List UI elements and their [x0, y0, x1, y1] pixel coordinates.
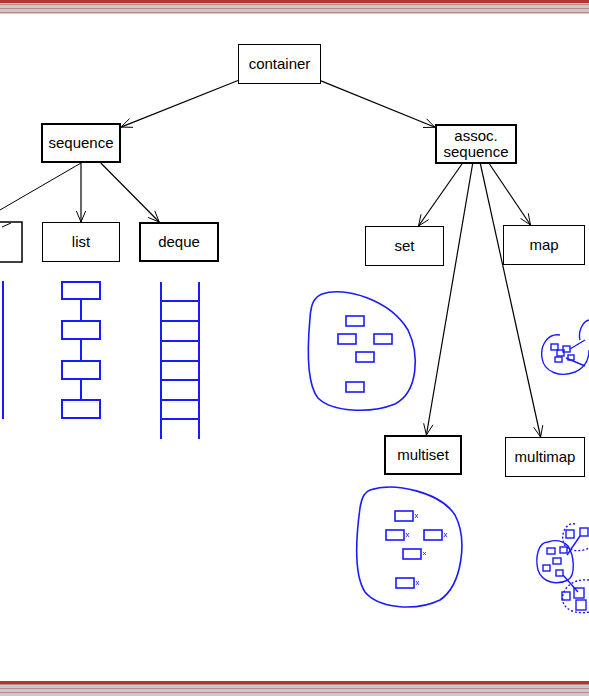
box-content: sequence	[48, 135, 113, 151]
box-content: list	[72, 234, 90, 250]
box-label: list	[72, 234, 90, 250]
class-box: set	[365, 226, 444, 266]
arrow-head	[424, 423, 433, 435]
box-content: assoc. sequence	[437, 128, 515, 160]
inheritance-arrow	[321, 81, 435, 128]
set-illustration	[308, 292, 415, 410]
vector-illustration	[2, 281, 4, 419]
class-box: container	[238, 44, 321, 84]
class-box: assoc. sequence	[435, 124, 517, 164]
class-box: sequence	[41, 123, 121, 163]
connector-line	[480, 164, 540, 437]
inheritance-arrow	[121, 81, 238, 128]
box-label: container	[249, 56, 311, 72]
inheritance-arrow	[480, 164, 542, 437]
cut-off-stub	[2, 223, 11, 227]
class-box: list	[42, 222, 120, 262]
bottom-band	[0, 681, 589, 696]
box-content: multimap	[515, 449, 576, 465]
class-box: deque	[139, 222, 219, 262]
box-label: sequence	[48, 135, 113, 151]
arrow-head	[148, 211, 159, 222]
bottom-band-edge	[0, 681, 589, 684]
box-label: assoc. sequence	[437, 128, 515, 160]
box-content: multiset	[397, 447, 449, 463]
cut-off-connector	[0, 163, 81, 210]
connector-line	[101, 163, 159, 222]
box-content: deque	[158, 234, 200, 250]
inheritance-arrow	[489, 164, 530, 225]
box-content: container	[249, 56, 311, 72]
top-band-edge	[0, 0, 589, 3]
connector-line	[426, 164, 472, 435]
cut-off-box	[0, 222, 22, 262]
connector-line	[121, 81, 238, 128]
class-box: multimap	[505, 437, 585, 477]
arrow-head	[419, 214, 429, 226]
connector-line	[489, 164, 530, 225]
connector-line	[80, 163, 81, 222]
connector-line	[419, 164, 462, 226]
box-content: set	[394, 238, 414, 254]
box-label: deque	[158, 234, 200, 250]
multiset-illustration	[357, 487, 462, 607]
inheritance-arrow	[101, 163, 159, 222]
inheritance-arrow	[424, 164, 473, 435]
arrow-head	[76, 211, 85, 222]
arrow-head	[423, 119, 435, 128]
box-label: map	[529, 237, 558, 253]
box-label: multimap	[515, 449, 576, 465]
class-box: multiset	[384, 435, 462, 475]
box-content: map	[529, 237, 558, 253]
inheritance-arrow	[419, 164, 462, 226]
box-label: multiset	[397, 447, 449, 463]
class-box: map	[503, 225, 585, 265]
map-illustration	[542, 320, 589, 374]
multimap-illustration	[537, 524, 589, 613]
box-label: set	[394, 238, 414, 254]
list-illustration	[62, 282, 100, 418]
arrow-head	[520, 213, 530, 225]
arrow-head	[534, 425, 543, 437]
arrow-head	[121, 119, 133, 128]
inheritance-arrow	[76, 163, 85, 222]
top-band	[0, 0, 589, 14]
deque-illustration	[161, 282, 199, 439]
connector-line	[321, 81, 435, 127]
